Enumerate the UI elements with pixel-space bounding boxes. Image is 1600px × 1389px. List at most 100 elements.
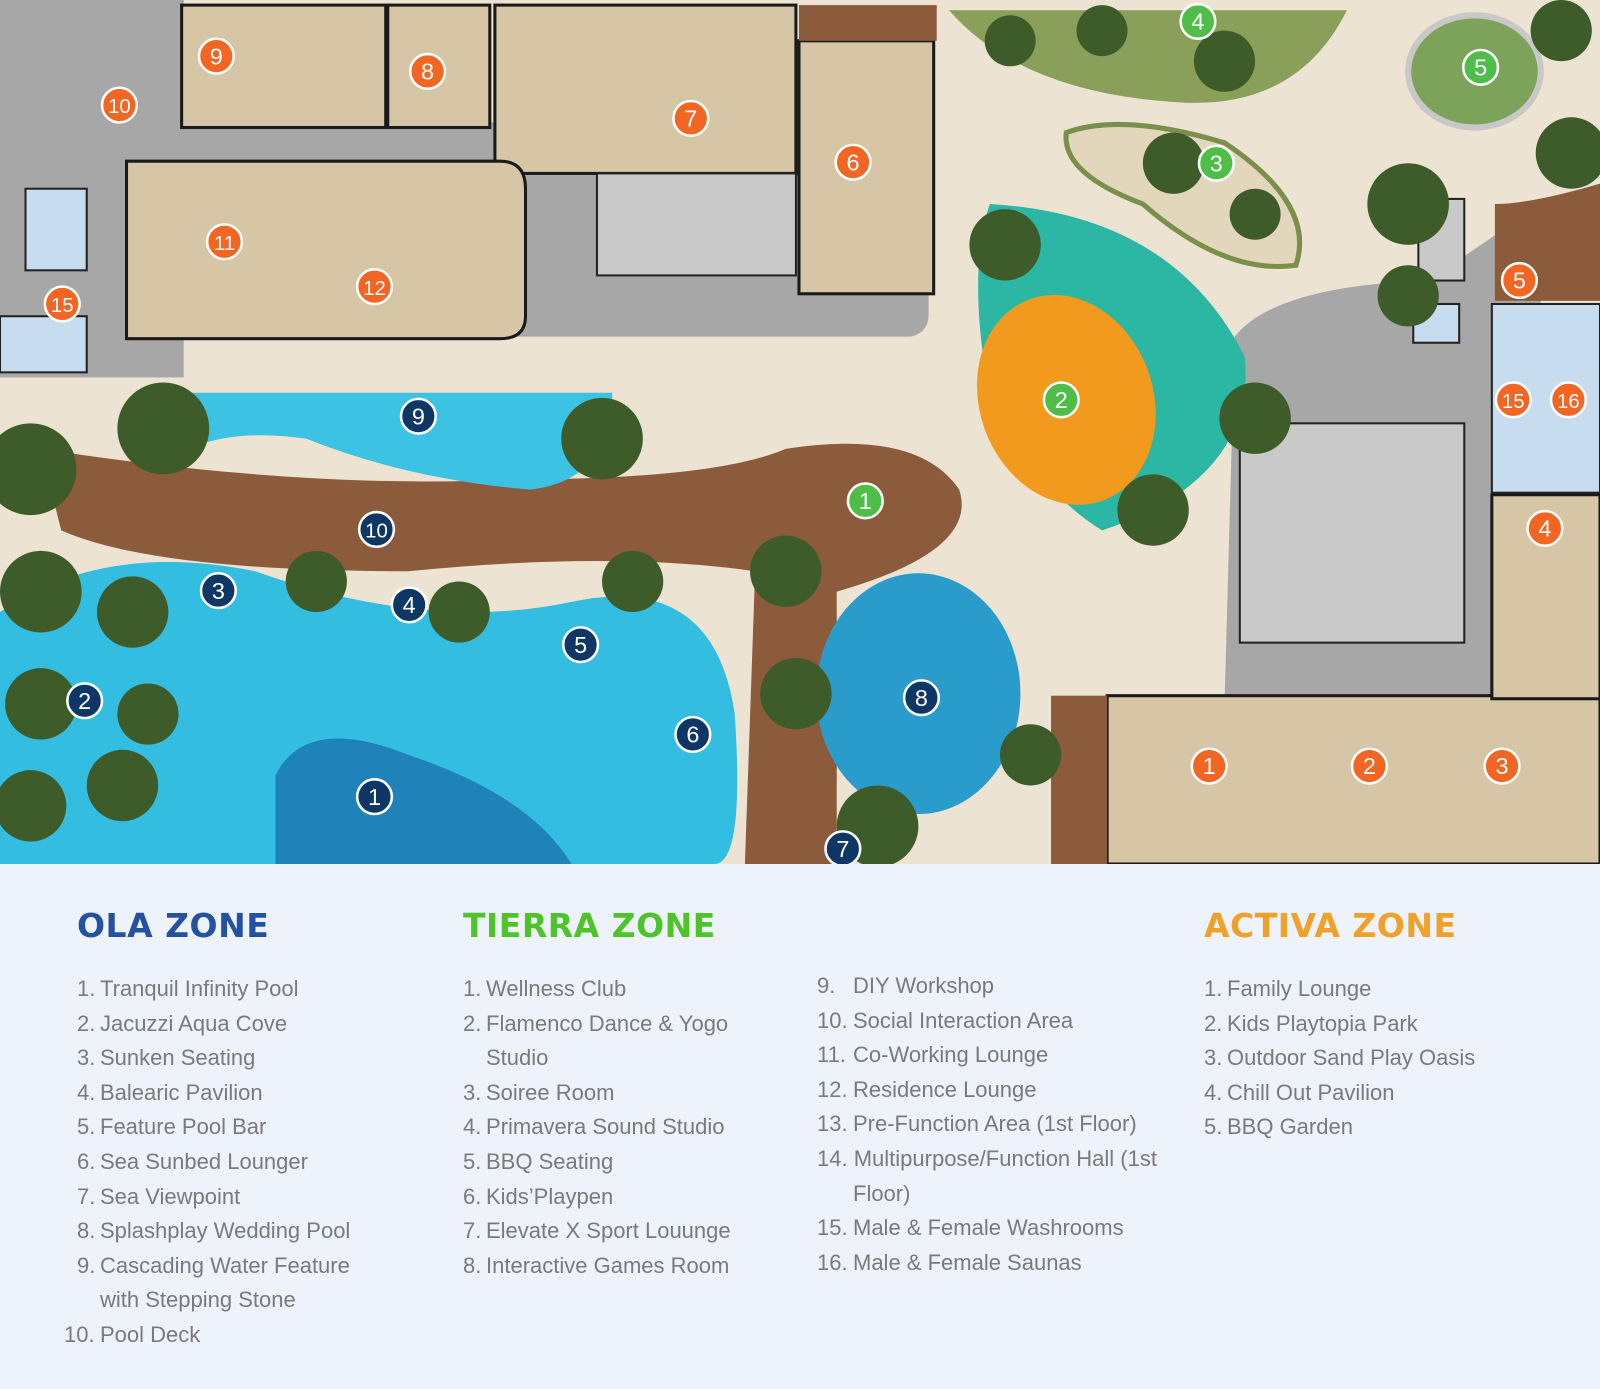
marker-circle [390,586,428,624]
map-marker-orange-4[interactable]: 4 [1526,509,1564,548]
map-marker-navy-1[interactable]: 1 [355,778,394,816]
legend-item-number: 5. [77,1114,96,1140]
map-marker-orange-7[interactable]: 7 [672,99,710,137]
legend-item-number: 10. [817,1007,848,1033]
marker-label: 3 [212,578,225,604]
map-marker-navy-9[interactable]: 9 [399,397,437,435]
map-marker-orange-9[interactable]: 9 [197,37,235,75]
buildings [125,3,1600,864]
marker-circle [561,626,600,664]
map-marker-orange-2[interactable]: 2 [1350,747,1389,785]
service-rooms [595,172,1466,644]
map-marker-orange-8[interactable]: 8 [408,52,447,91]
legend-item: 10.Pool Deck [64,1318,377,1353]
map-marker-orange-3[interactable]: 3 [1483,747,1521,785]
legend-item: 7.Sea Viewpoint [77,1180,377,1215]
map-marker-orange-15[interactable]: 15 [1494,381,1532,419]
map-marker-navy-10[interactable]: 10 [357,510,396,549]
legend-item-label: Soiree Room [486,1079,615,1105]
marker-circle [902,679,941,717]
legend-item: 14. Multipurpose/Function Hall (1st Floo… [817,1142,1177,1211]
map-marker-orange-10[interactable]: 10 [100,86,139,124]
legend-item-number: 9. [77,1252,96,1278]
marker-label: 15 [1502,391,1525,413]
legend-item: 1.Tranquil Infinity Pool [77,972,377,1007]
marker-label: 3 [1210,150,1223,176]
map-marker-navy-5[interactable]: 5 [561,626,600,664]
legend-item-number: 1. [77,976,96,1001]
map-marker-navy-7[interactable]: 7 [824,830,862,864]
marker-circle [1197,144,1235,182]
marker-label: 12 [363,278,386,300]
legend-item-label: Wellness Club [486,976,627,1001]
map-marker-navy-6[interactable]: 6 [674,715,712,754]
marker-label: 15 [51,295,74,317]
map-marker-green-5[interactable]: 5 [1461,48,1500,86]
legend-item-label: Primavera Sound Studio [486,1114,725,1140]
map-marker-orange-6[interactable]: 6 [834,143,872,181]
marker-label: 11 [214,233,235,255]
map-marker-green-3[interactable]: 3 [1197,144,1235,182]
marker-label: 1 [1203,753,1216,779]
legend-item-label: Family Lounge [1227,976,1372,1001]
legend-item: 8.Splashplay Wedding Pool [77,1214,377,1249]
tierra-zone-title: TIERRA ZONE [463,906,716,945]
marker-circle [1179,2,1217,41]
map-marker-navy-8[interactable]: 8 [902,679,941,717]
legend-item-label: Tranquil Infinity Pool [100,976,299,1001]
map-marker-green-4[interactable]: 4 [1179,2,1217,41]
marker-label: 2 [78,688,91,714]
cascading-pool [188,392,613,490]
marker-label: 2 [1055,387,1068,413]
marker-label: 8 [915,685,928,711]
legend-item-number: 7. [463,1218,482,1244]
legend-item-number: 15. [817,1215,848,1241]
map-marker-navy-3[interactable]: 3 [199,572,237,610]
legend-item-label: BBQ Garden [1227,1114,1353,1140]
map-marker-orange-11[interactable]: 11 [205,223,244,261]
map-marker-orange-1[interactable]: 1 [1190,747,1228,785]
marker-circle [399,397,437,435]
legend-item-label: Jacuzzi Aqua Cove [100,1010,288,1036]
legend-item-label: Pre-Function Area (1st Floor) [853,1111,1137,1137]
marker-circle [408,52,447,91]
ola-zone-title: OLA ZONE [77,906,270,945]
map-marker-orange-15[interactable]: 15 [43,285,81,323]
marker-circle [1494,381,1532,419]
marker-label: 9 [412,403,425,429]
map-marker-green-2[interactable]: 2 [1042,381,1080,419]
legend-item-number: 5. [1204,1114,1223,1140]
legend-item: 11.Co-Working Lounge [817,1038,1177,1073]
marker-label: 2 [1363,753,1376,779]
marker-circle [1526,509,1564,548]
marker-circle [355,778,394,816]
infinity-pool [0,562,738,864]
marker-circle [1483,747,1521,785]
marker-label: 8 [421,59,434,85]
marker-label: 5 [574,632,587,658]
legend-item-number: 8. [77,1218,96,1244]
map-marker-navy-4[interactable]: 4 [390,586,428,624]
legend-item-label: Outdoor Sand Play Oasis [1227,1045,1476,1071]
marker-label: 6 [847,149,860,175]
map-marker-orange-16[interactable]: 16 [1549,381,1587,419]
marker-label: 1 [859,488,872,514]
legend-item-label: Sunken Seating [100,1045,256,1071]
marker-circle [1461,48,1500,86]
legend-item-label: Social Interaction Area [853,1007,1074,1033]
legend-item: 4.Balearic Pavilion [77,1076,377,1111]
map-marker-green-1[interactable]: 1 [846,482,884,520]
marker-label: 4 [1538,516,1551,542]
map-marker-orange-12[interactable]: 12 [355,268,394,306]
map-marker-orange-5[interactable]: 5 [1500,261,1539,300]
legend-item-number: 4. [1204,1079,1223,1105]
marker-circle [357,510,396,549]
legend-item-number: 4. [77,1079,96,1105]
legend-item-label: Sea Viewpoint [100,1183,241,1209]
legend-item-label: Male & Female Saunas [853,1249,1082,1275]
map-marker-navy-2[interactable]: 2 [66,682,104,720]
marker-circle [846,482,884,520]
legend-item: 4.Chill Out Pavilion [1204,1076,1544,1111]
